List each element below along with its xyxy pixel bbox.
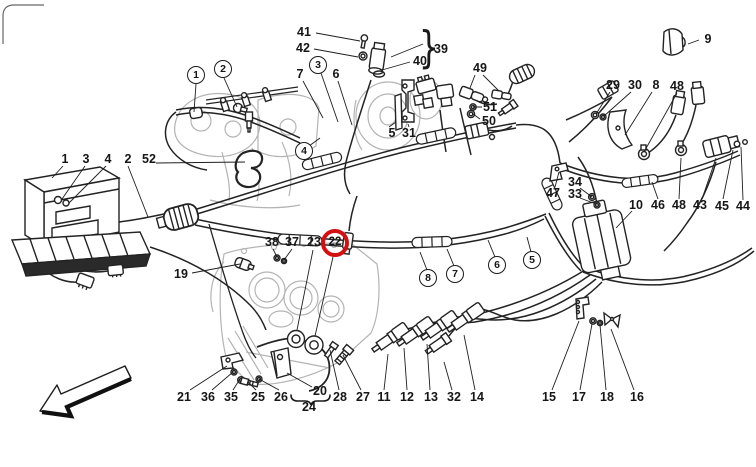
- callout-5: 5: [388, 125, 396, 140]
- leader-lines: [51, 32, 744, 391]
- callout-51: 51: [483, 99, 497, 114]
- ribbed-connector: [155, 203, 200, 231]
- callout-9: 9: [704, 31, 712, 46]
- callout-37: 37: [285, 234, 299, 249]
- callout-3: 3: [82, 151, 90, 166]
- bracket-5: [394, 93, 403, 131]
- callout-16: 16: [630, 389, 644, 404]
- cam-sensor: [358, 34, 387, 78]
- callout-45: 45: [715, 198, 729, 213]
- clip-9: [662, 28, 686, 56]
- callout-10: 10: [629, 197, 643, 212]
- callout-11: 11: [377, 389, 391, 404]
- callout-2: 2: [124, 151, 132, 166]
- callout-7: 7: [296, 66, 304, 81]
- callout-17: 17: [572, 389, 586, 404]
- callout-circled-6: 6: [488, 256, 506, 274]
- callout-8: 8: [652, 77, 660, 92]
- callout-14: 14: [470, 389, 484, 404]
- spark-plugs: [370, 302, 485, 353]
- ignition-coil: [571, 199, 632, 281]
- callout-29: 29: [606, 77, 620, 92]
- callout-circled-2: 2: [214, 60, 232, 78]
- callout-36: 36: [201, 389, 215, 404]
- callout-40: 40: [413, 53, 427, 68]
- callout-48: 48: [670, 78, 684, 93]
- callout-34: 34: [568, 174, 582, 189]
- callout-circled-5: 5: [523, 251, 541, 269]
- callout-6: 6: [332, 66, 340, 81]
- callout-31: 31: [402, 125, 416, 140]
- frame-corner: [2, 4, 44, 44]
- callout-47: 47: [546, 185, 560, 200]
- callout-13: 13: [424, 389, 438, 404]
- harness-sleeves: [277, 127, 659, 249]
- callout-circled-3: 3: [309, 56, 327, 74]
- callout-21: 21: [177, 389, 191, 404]
- callout-1: 1: [61, 151, 69, 166]
- callout-50: 50: [482, 113, 496, 128]
- ecu-unit: [10, 166, 152, 291]
- bracket-31: [401, 79, 415, 123]
- callout-33: 33: [568, 186, 582, 201]
- callout-46: 46: [651, 197, 665, 212]
- callout-18: 18: [600, 389, 614, 404]
- callout-12: 12: [400, 389, 414, 404]
- underbrace-24: [290, 394, 331, 406]
- callout-19: 19: [174, 266, 188, 281]
- callout-49: 49: [473, 60, 487, 75]
- callout-41: 41: [297, 24, 311, 39]
- callout-15: 15: [542, 389, 556, 404]
- callout-circled-1: 1: [187, 66, 205, 84]
- bracket-39: }: [418, 22, 440, 73]
- callout-39: 39: [434, 41, 448, 56]
- callout-24: 24: [302, 399, 316, 414]
- callout-4: 4: [104, 151, 112, 166]
- callout-43: 43: [693, 197, 707, 212]
- callout-42: 42: [296, 40, 310, 55]
- callout-circled-4: 4: [295, 142, 313, 160]
- callout-circled-7: 7: [446, 265, 464, 283]
- direction-arrow: [39, 365, 132, 419]
- callout-28: 28: [333, 389, 347, 404]
- callout-44: 44: [736, 198, 750, 213]
- callout-27: 27: [356, 389, 370, 404]
- callout-35: 35: [224, 389, 238, 404]
- callout-23: 23: [307, 234, 321, 249]
- callout-20: 20: [313, 383, 327, 398]
- callout-48: 48: [672, 197, 686, 212]
- callout-26: 26: [274, 389, 288, 404]
- harness-clip: [234, 149, 264, 189]
- callout-22-highlighted: 22: [321, 229, 349, 257]
- parts: [10, 28, 749, 388]
- callout-30: 30: [628, 77, 642, 92]
- callout-25: 25: [251, 389, 265, 404]
- callout-32: 32: [447, 389, 461, 404]
- callout-38: 38: [265, 234, 279, 249]
- callout-circled-8: 8: [419, 269, 437, 287]
- callout-52: 52: [142, 151, 156, 166]
